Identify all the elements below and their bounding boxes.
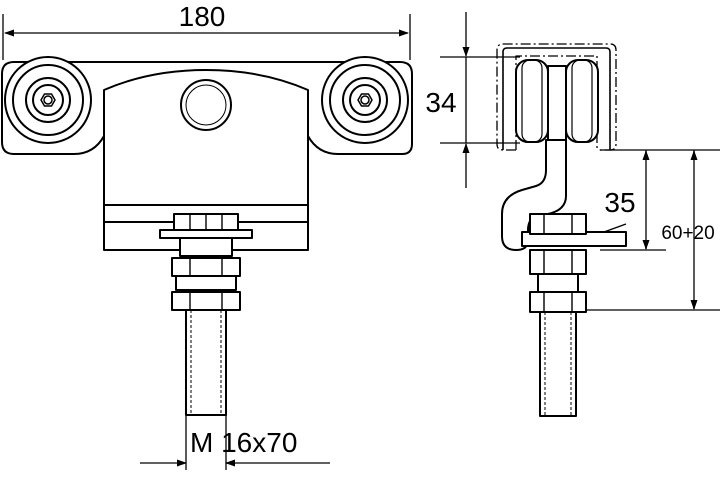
side-nut-lower [529, 291, 587, 313]
left-wheel [4, 56, 92, 144]
front-bolt-head [159, 213, 253, 257]
front-view: 180 [1, 0, 413, 470]
side-bolt-head [529, 213, 587, 235]
rail-height-dimension: 34 [425, 12, 520, 188]
drop-label: 35 [604, 187, 635, 218]
width-label: 180 [179, 1, 226, 32]
front-threaded-rod [185, 309, 227, 470]
thread-label: M 16x70 [190, 427, 297, 458]
pin-circle [180, 79, 232, 131]
width-dimension: 180 [2, 0, 411, 60]
side-wheels [515, 59, 599, 143]
adjust-label: 60+20 [661, 223, 714, 244]
side-view: 34 [425, 12, 720, 417]
drop-dimension: 35 [600, 149, 720, 251]
side-nut-upper [529, 249, 587, 275]
right-wheel [321, 56, 409, 144]
side-threaded-rod [539, 311, 577, 417]
front-nut-lower [171, 291, 241, 311]
rail-height-label: 34 [425, 87, 456, 118]
thread-dimension: M 16x70 [140, 427, 330, 467]
front-nut-upper [171, 257, 241, 291]
rail-profile [496, 43, 617, 151]
adjust-dimension: 60+20 [586, 150, 720, 311]
